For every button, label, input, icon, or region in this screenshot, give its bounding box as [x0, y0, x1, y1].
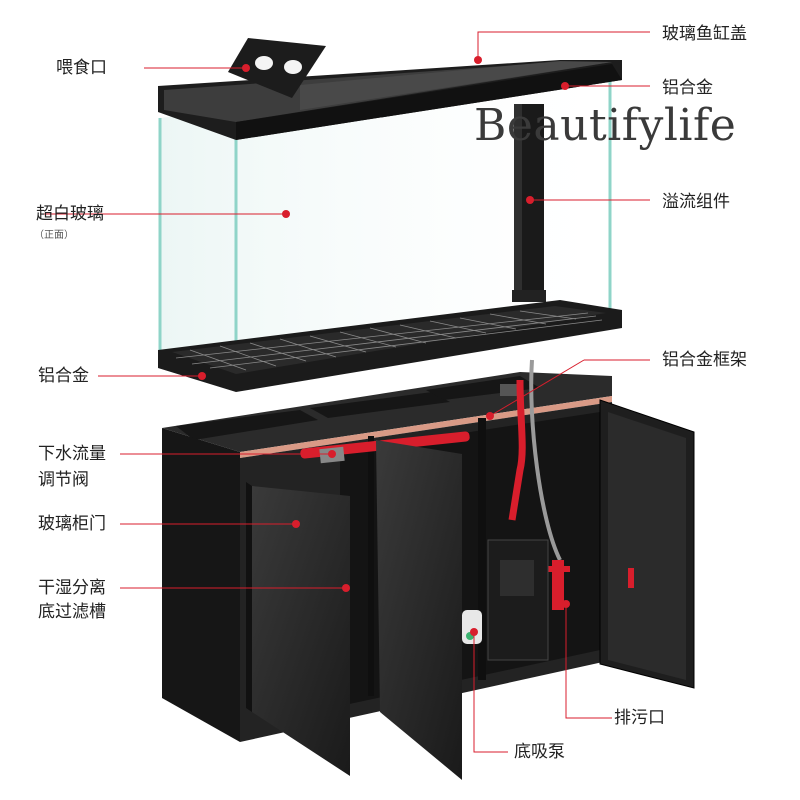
label-aluminum-top: 铝合金 — [662, 78, 713, 98]
label-ultra-clear-glass: 超白玻璃 — [36, 204, 104, 224]
callout-dot — [526, 196, 534, 204]
callout-dot — [282, 210, 290, 218]
cabinet — [162, 359, 695, 780]
callout-dot — [292, 520, 300, 528]
cabinet-side — [162, 428, 240, 742]
callout-dot — [486, 412, 494, 420]
label-drain-port: 排污口 — [614, 708, 665, 728]
label-aluminum-frame: 铝合金框架 — [662, 350, 747, 370]
callout-dot — [342, 584, 350, 592]
drain-hose — [529, 359, 562, 561]
callout-dots — [198, 56, 570, 636]
label-dry-wet-line2: 底过滤槽 — [38, 602, 106, 622]
callout-dot — [198, 372, 206, 380]
label-dry-wet-line1: 干湿分离 — [38, 578, 106, 598]
callout-dot — [474, 56, 482, 64]
glass-cover — [300, 61, 612, 110]
tank — [158, 38, 622, 392]
label-feeding-port: 喂食口 — [56, 58, 107, 78]
callout-dot — [242, 64, 250, 72]
callout-dot — [562, 600, 570, 608]
brand-watermark: Beautifylife — [474, 100, 737, 151]
callout-dot — [561, 82, 569, 90]
label-flow-valve-line1: 下水流量 — [38, 444, 106, 464]
label-glass-cabinet-door: 玻璃柜门 — [38, 514, 106, 534]
drain-valve — [552, 560, 564, 610]
label-glass-cover: 玻璃鱼缸盖 — [662, 24, 747, 44]
middle-glass-door — [376, 440, 462, 780]
label-flow-valve-line2: 调节阀 — [38, 470, 89, 490]
label-overflow-assembly: 溢流组件 — [662, 192, 730, 212]
label-bottom-pump: 底吸泵 — [514, 742, 565, 762]
label-ultra-clear-glass-note: （正面） — [34, 230, 74, 241]
left-glass-door — [252, 486, 350, 776]
sump-filter — [487, 539, 549, 661]
callout-lines — [40, 31, 650, 753]
feeding-port — [228, 38, 326, 98]
label-aluminum-bottom: 铝合金 — [38, 366, 89, 386]
callout-dot — [470, 628, 478, 636]
callout-dot — [328, 450, 336, 458]
